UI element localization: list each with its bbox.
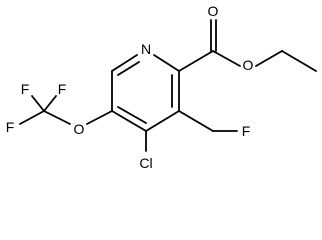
bond-cf3-f-left bbox=[19, 110, 45, 125]
atom-f-cf3-top-left: F bbox=[21, 81, 30, 97]
bond-c2-carbonyl bbox=[178, 50, 214, 72]
bond-n1-c2 bbox=[153, 54, 180, 72]
atom-o-carbonyl: O bbox=[208, 3, 219, 19]
molecule-structure: N O O O Cl F F F F bbox=[6, 3, 317, 171]
bond-cf3-f-top-right bbox=[43, 95, 57, 112]
bond-cf3-f-top-left bbox=[31, 95, 45, 112]
atom-n1: N bbox=[141, 41, 151, 57]
bond-c4-c5 bbox=[111, 110, 147, 132]
bond-o-ether-cf3 bbox=[43, 110, 71, 125]
atom-f-cf3-left: F bbox=[6, 119, 15, 135]
double-bond-c6-n1 bbox=[117, 61, 140, 76]
bond-ch2-ch3 bbox=[281, 50, 317, 72]
bond-c3-c4 bbox=[145, 110, 180, 132]
atom-f-cf3-top-right: F bbox=[58, 81, 67, 97]
bond-c6-n1 bbox=[111, 54, 138, 72]
atom-cl: Cl bbox=[139, 155, 152, 171]
double-bond-c4-c5 bbox=[117, 106, 147, 124]
bond-c3-ch2f bbox=[178, 110, 214, 132]
bond-carbonyl-o-ester bbox=[212, 50, 241, 67]
structure-canvas: N O O O Cl F F F F bbox=[6, 3, 317, 171]
bond-c5-o-ether bbox=[86, 110, 113, 125]
atom-o-ester: O bbox=[243, 57, 254, 73]
atom-o-ether: O bbox=[74, 121, 85, 137]
bond-o-ch2 bbox=[255, 50, 283, 67]
atom-f-ch2: F bbox=[242, 123, 251, 139]
